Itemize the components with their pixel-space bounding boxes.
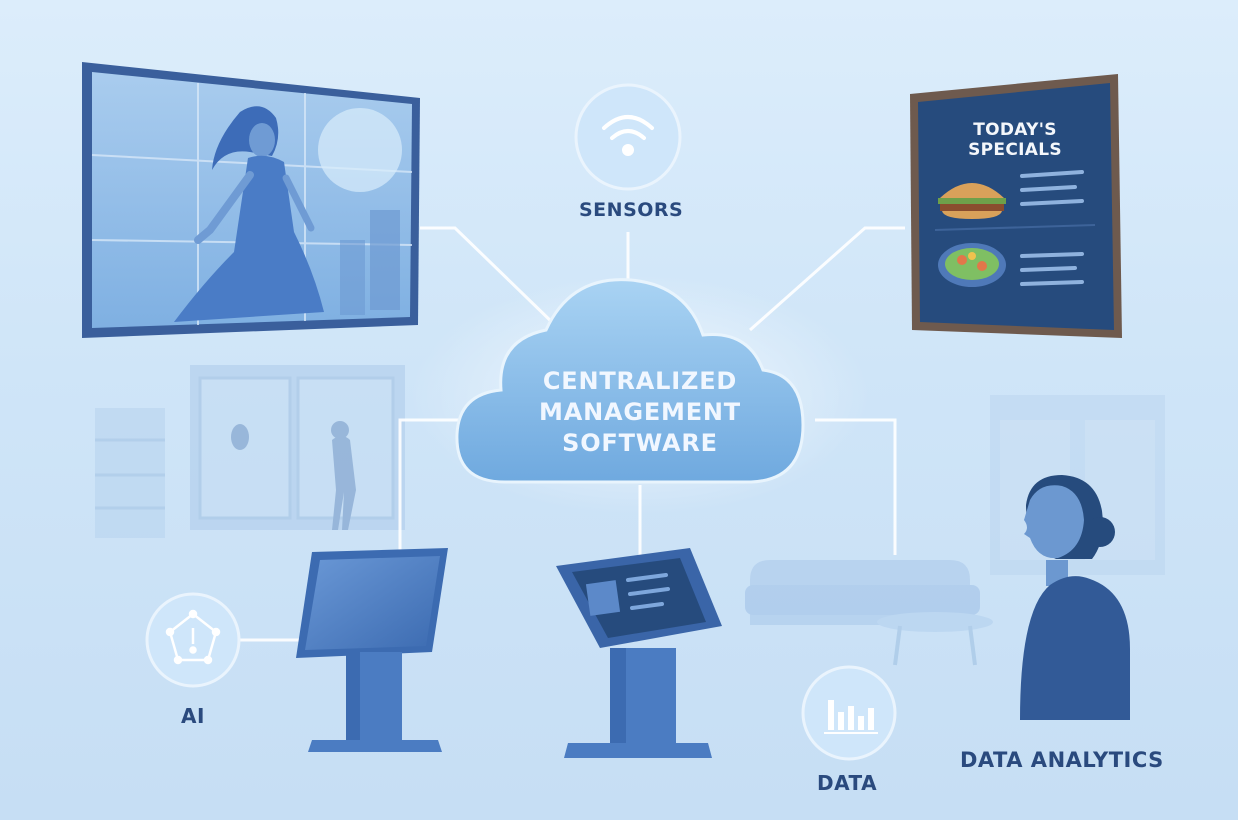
sensors-node[interactable] <box>574 83 682 191</box>
ai-label: AI <box>181 704 205 728</box>
data-analytics-label: DATA ANALYTICS <box>960 748 1164 772</box>
ai-node[interactable] <box>145 592 241 688</box>
center-kiosk[interactable] <box>556 548 722 758</box>
data-node[interactable] <box>801 665 897 761</box>
video-wall-woman <box>174 106 324 322</box>
left-kiosk[interactable] <box>296 548 448 752</box>
burger-image <box>938 183 1006 219</box>
salad-image <box>938 243 1006 287</box>
cloud-label: CENTRALIZED MANAGEMENT SOFTWARE <box>470 366 810 459</box>
management-cloud[interactable] <box>410 275 870 515</box>
bar-chart-icon <box>824 700 878 734</box>
data-label: DATA <box>817 771 878 795</box>
wifi-icon <box>602 115 654 156</box>
menu-board-title: TODAY'S SPECIALS <box>968 120 1062 160</box>
analyst-person <box>1020 475 1130 720</box>
menu-text-lines <box>1020 170 1084 286</box>
cloud-line-1: CENTRALIZED <box>542 367 738 395</box>
ai-network-icon <box>165 609 221 665</box>
sensors-label: SENSORS <box>579 199 684 221</box>
video-wall[interactable] <box>82 62 420 338</box>
cloud-line-3: SOFTWARE <box>562 429 718 457</box>
menu-board[interactable] <box>910 74 1122 338</box>
connector-menu-board <box>749 226 905 332</box>
cloud-line-2: MANAGEMENT <box>539 398 741 426</box>
